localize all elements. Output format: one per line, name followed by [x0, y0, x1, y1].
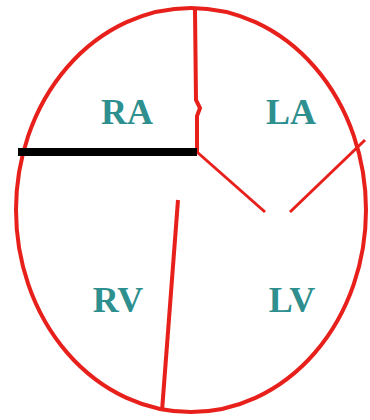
ventricular-septum	[162, 200, 178, 411]
chamber-label: LA	[266, 94, 316, 130]
chamber-label: RA	[101, 94, 153, 130]
chamber-label: LV	[269, 282, 316, 318]
heart-outline	[16, 8, 366, 412]
valve-line	[290, 140, 365, 212]
chamber-label: RV	[93, 282, 144, 318]
atrial-septum	[195, 10, 200, 152]
accessory-pathway	[18, 148, 197, 156]
valve-line	[197, 152, 265, 212]
